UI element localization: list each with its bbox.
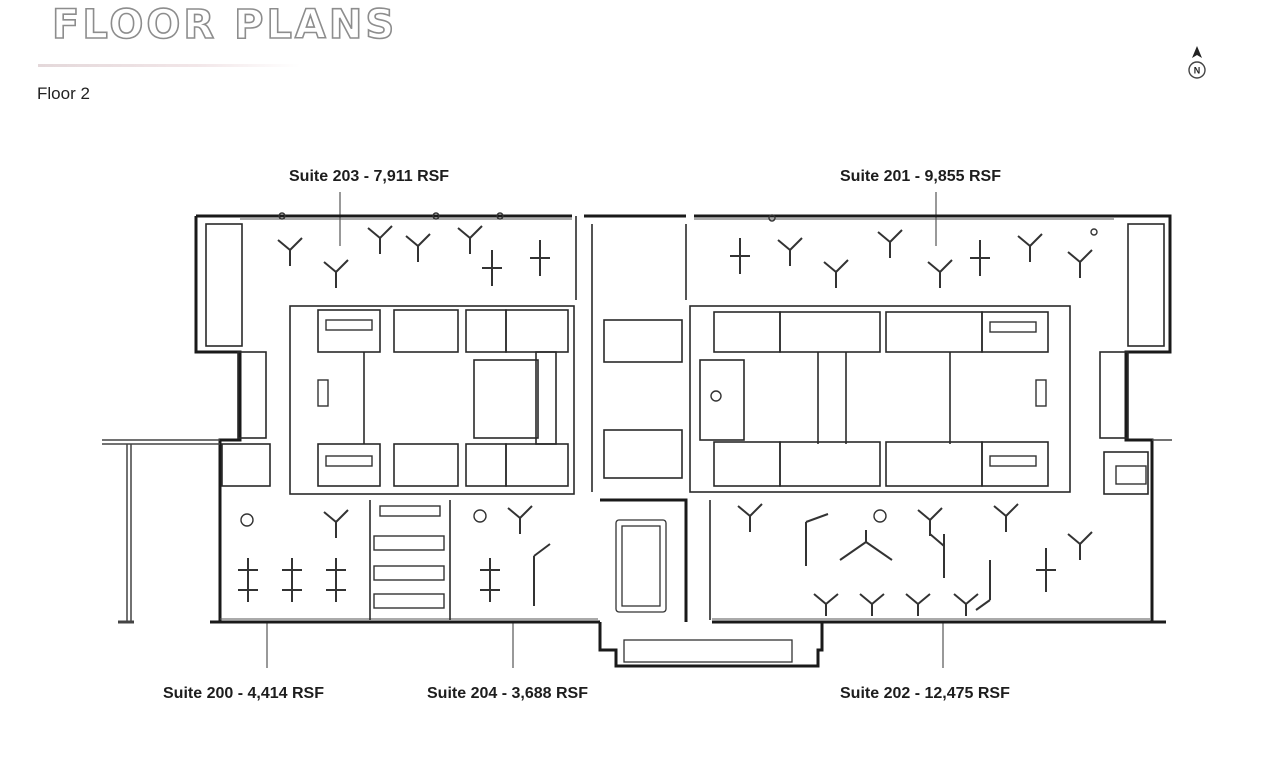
window-band [220,218,1150,620]
north-arrow-icon: N [1185,44,1209,84]
page-title: FLOOR PLANS [51,1,398,49]
workstation-clusters [238,225,1093,616]
west-extension [102,439,1172,624]
bench-desks [317,319,1147,609]
suite-204-label: Suite 204 - 3,688 RSF [427,685,588,702]
floor-label: Floor 2 [37,84,90,103]
exterior-walls [194,214,1172,668]
north-label: N [1194,66,1201,76]
suite-203-label: Suite 203 - 7,911 RSF [289,168,450,185]
suite-201-label: Suite 201 - 9,855 RSF [840,168,1001,185]
title-divider [38,64,300,67]
interior-walls [205,216,1165,620]
conference-room [615,519,793,663]
round-tables [240,212,1098,527]
suite-202-label: Suite 202 - 12,475 RSF [840,685,1010,702]
suite-200-label: Suite 200 - 4,414 RSF [163,685,324,702]
